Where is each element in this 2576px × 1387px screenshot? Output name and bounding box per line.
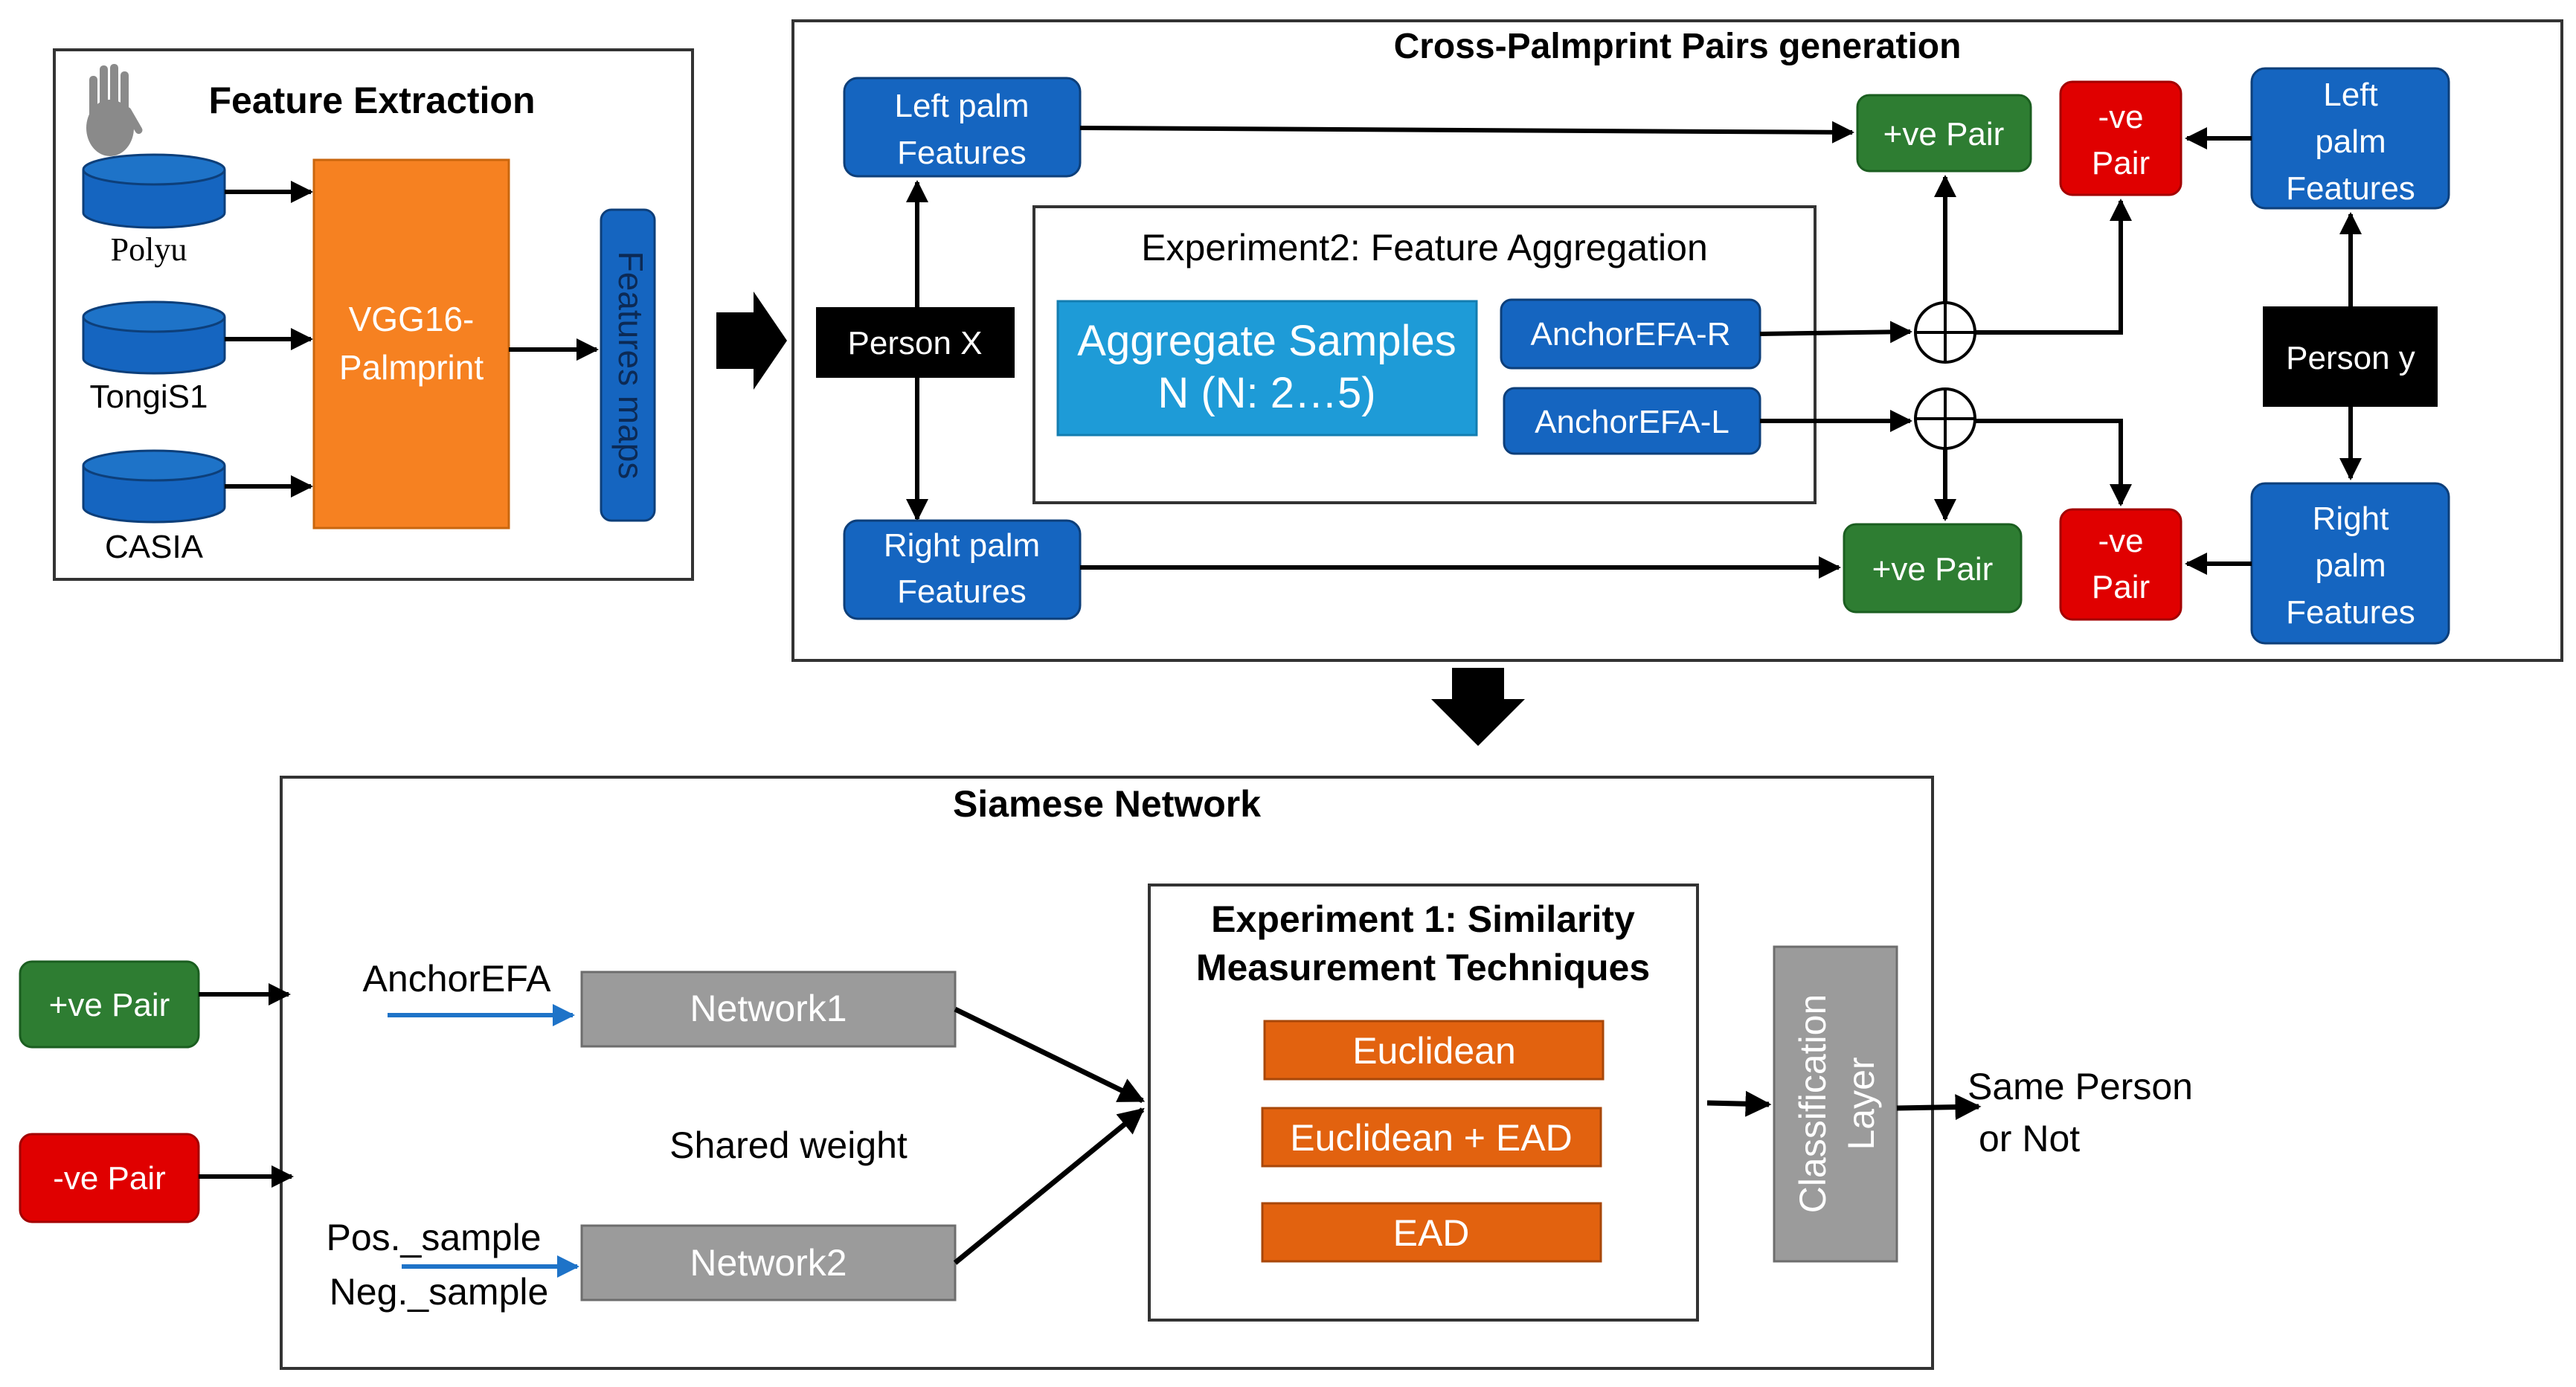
vgg16-palmprint-box <box>312 158 510 530</box>
pairs-generation-title: Cross-Palmprint Pairs generation <box>1394 27 1962 66</box>
palm-print-icon <box>86 64 143 156</box>
arrow-network2-to-similarity <box>953 1107 1145 1265</box>
arrow-combiner-bottom-to-neg-pair <box>1975 419 2132 506</box>
neg-pair-bottom <box>2059 508 2182 621</box>
technique-euclidean-ead-box <box>1261 1107 1602 1168</box>
arrow-combiner-top-to-neg-pair <box>1975 199 2132 335</box>
technique-euclidean-box <box>1263 1020 1605 1081</box>
siamese-title: Siamese Network <box>953 783 1261 825</box>
similarity-title-line2: Measurement Techniques <box>1196 947 1650 988</box>
pos-sample-label: Pos._sample <box>326 1217 541 1258</box>
combiner-top <box>1914 301 1976 364</box>
anchor-efa-r-label: AnchorEFA-R <box>1531 316 1731 353</box>
anchor-efa-l-label: AnchorEFA-L <box>1535 404 1729 440</box>
siamese-pos-pair-label: +ve Pair <box>49 987 170 1023</box>
left-palm-y-line3: Features <box>2286 170 2415 207</box>
neg-pair-bottom-line2: Pair <box>2092 569 2150 605</box>
output-line1: Same Person <box>1968 1066 2193 1107</box>
arrow-anchor-r-to-combiner <box>1759 321 1912 344</box>
arrow-similarity-to-classification <box>1706 1090 1772 1117</box>
aggregate-samples-line1: Aggregate Samples <box>1077 317 1456 365</box>
combiner-bottom <box>1914 387 1976 450</box>
left-palm-y-line1: Left <box>2323 77 2377 113</box>
technique-ead-box <box>1261 1202 1602 1263</box>
pos-pair-top-label: +ve Pair <box>1883 116 2005 152</box>
classification-line1: Classification <box>1792 994 1834 1214</box>
siamese-network-panel: Siamese Network +ve Pair -ve Pair Anchor… <box>19 776 2193 1370</box>
output-line2: or Not <box>1979 1118 2080 1159</box>
pos-pair-top <box>1856 94 2032 173</box>
right-palm-y-line2: palm <box>2315 547 2386 584</box>
arrow-network1-to-similarity <box>954 1006 1146 1104</box>
aggregate-samples-box <box>1056 300 1478 437</box>
left-palm-x-line1: Left palm <box>895 88 1030 124</box>
database-label-polyu: Polyu <box>111 231 187 268</box>
vgg16-label-line1: VGG16- <box>349 300 475 338</box>
pos-pair-bottom-label: +ve Pair <box>1872 551 1994 588</box>
flow-arrow-right <box>716 292 787 390</box>
features-maps-box <box>600 208 656 522</box>
right-palm-x-line2: Features <box>897 573 1027 610</box>
aggregate-samples-line2: N (N: 2…5) <box>1157 369 1375 417</box>
feature-extraction-title: Feature Extraction <box>208 80 535 121</box>
person-y-box <box>2263 306 2438 407</box>
feature-aggregation-title: Experiment2: Feature Aggregation <box>1141 227 1708 268</box>
database-label-casia: CASIA <box>105 529 204 565</box>
technique-euclidean-label: Euclidean <box>1352 1030 1516 1072</box>
database-casia: CASIA <box>82 449 226 565</box>
database-label-tongis1: TongiS1 <box>89 379 208 415</box>
database-polyu: Polyu <box>82 153 226 268</box>
technique-ead-label: EAD <box>1393 1212 1470 1254</box>
right-palm-y-line3: Features <box>2286 594 2415 631</box>
feature-extraction-panel: Feature Extraction Polyu TongiS1 CASIA V… <box>53 48 694 581</box>
right-palm-y-line1: Right <box>2313 501 2389 537</box>
network2-box <box>580 1224 957 1301</box>
person-x-label: Person X <box>848 325 983 361</box>
right-palm-x-line1: Right palm <box>884 527 1040 564</box>
arrow-leftpalm-x-to-pos-pair <box>1079 120 1854 144</box>
siamese-neg-pair-label: -ve Pair <box>53 1160 166 1197</box>
similarity-title-line1: Experiment 1: Similarity <box>1211 898 1635 940</box>
person-x-box <box>816 307 1015 378</box>
vgg16-label-line2: Palmprint <box>339 348 484 387</box>
left-palm-y-line2: palm <box>2315 123 2386 160</box>
pairs-generation-panel: Cross-Palmprint Pairs generation Person … <box>791 19 2563 662</box>
neg-pair-top <box>2059 80 2182 196</box>
neg-pair-top-line1: -ve <box>2098 99 2143 135</box>
neg-pair-bottom-line1: -ve <box>2098 523 2143 559</box>
left-palm-x-line2: Features <box>897 135 1027 171</box>
left-palm-features-x <box>843 77 1082 178</box>
neg-pair-top-line2: Pair <box>2092 145 2150 181</box>
neg-sample-label: Neg._sample <box>330 1271 549 1313</box>
network1-label: Network1 <box>690 988 847 1029</box>
arrow-classification-to-output <box>1896 1094 1982 1121</box>
person-y-label: Person y <box>2286 340 2415 376</box>
features-maps-label: Features maps <box>611 251 650 480</box>
classification-line2: Layer <box>1840 1057 1882 1150</box>
database-tongis1: TongiS1 <box>82 300 226 415</box>
anchor-efa-label: AnchorEFA <box>363 958 552 1000</box>
network2-label: Network2 <box>690 1242 847 1284</box>
shared-weight-label: Shared weight <box>669 1124 908 1166</box>
pos-pair-bottom <box>1843 523 2023 614</box>
classification-layer-box <box>1773 945 1898 1263</box>
technique-euclidean-ead-label: Euclidean + EAD <box>1290 1117 1572 1159</box>
siamese-pos-pair <box>19 960 200 1049</box>
flow-arrow-down <box>1431 668 1525 746</box>
